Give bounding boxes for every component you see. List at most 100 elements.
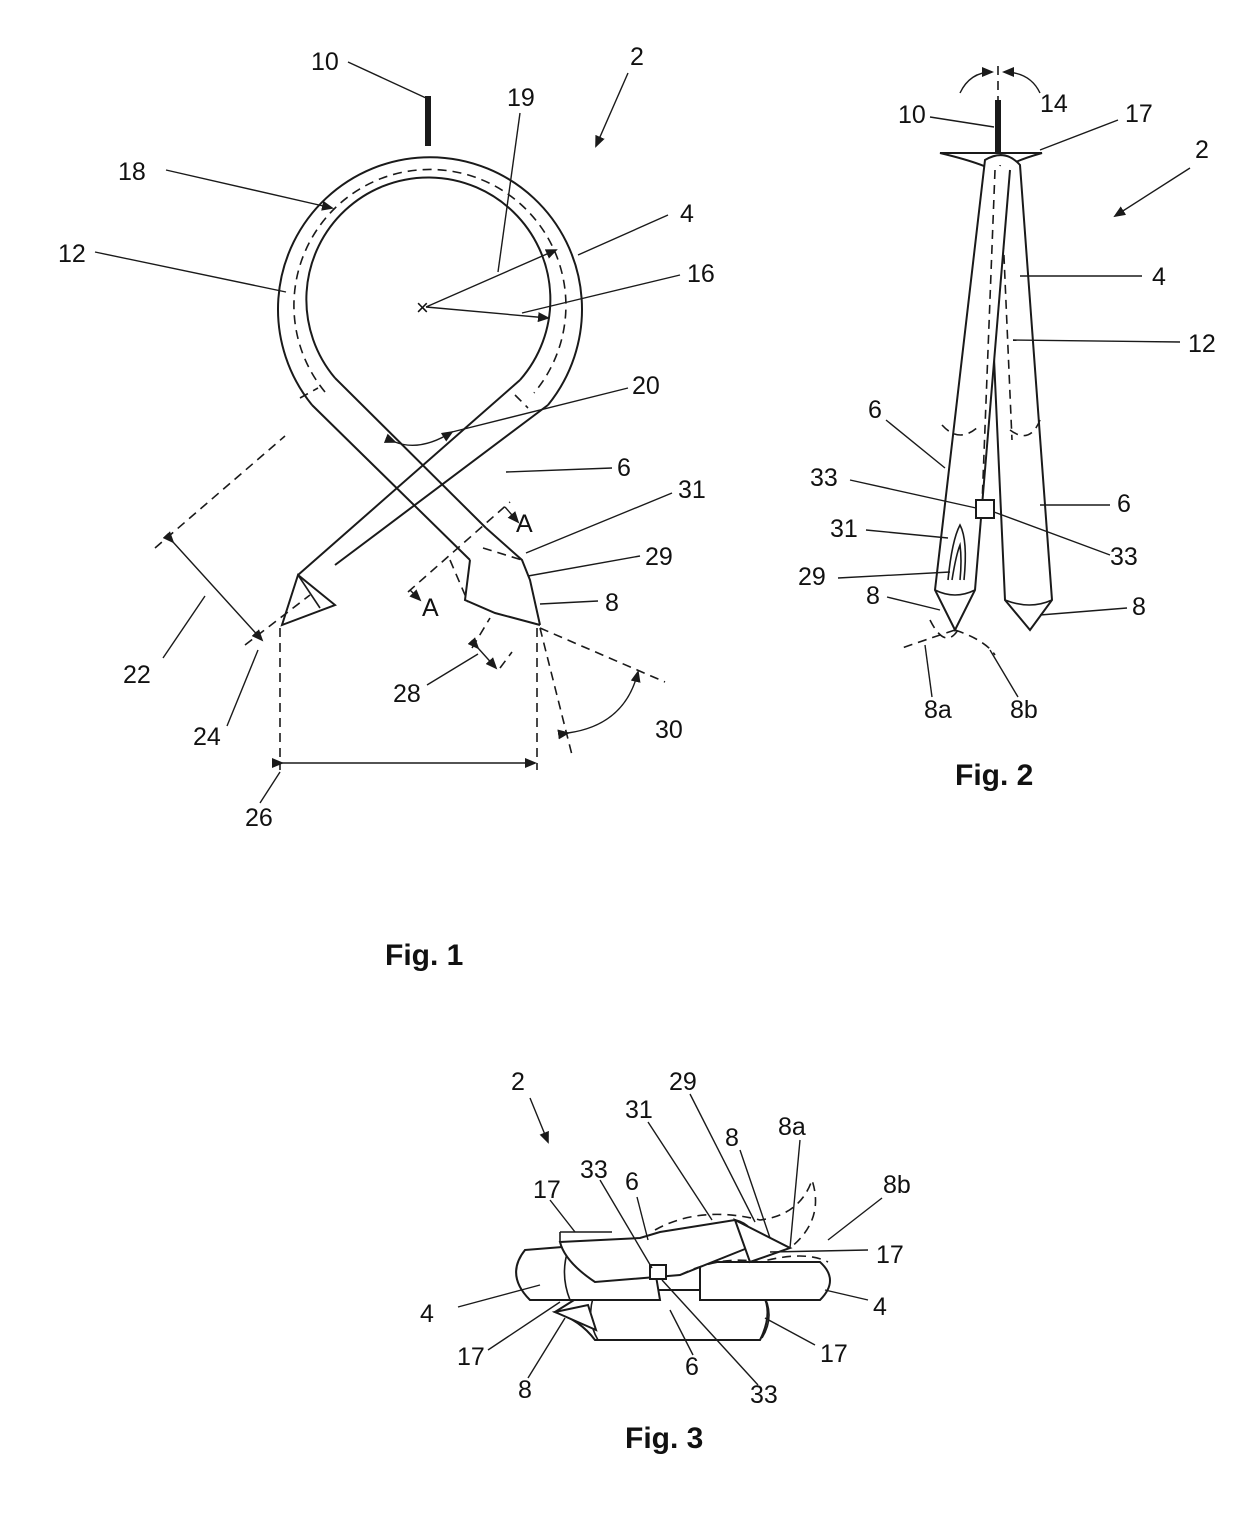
arrow-2	[596, 73, 628, 146]
loop-outer-edge	[278, 157, 582, 405]
tip-8-fig3	[735, 1220, 790, 1262]
figure-3: 2 29 31 8 8a 8b 33 6 17 17 4 4 17 17 8 6…	[420, 1068, 911, 1455]
leader-8-right-fig2	[1040, 608, 1127, 615]
angle-30-ext-b	[540, 628, 572, 755]
leader-20	[452, 388, 628, 432]
leader-10-fig2	[930, 117, 994, 127]
dim-22-arrow	[173, 542, 262, 640]
label-17-left-fig3: 17	[533, 1176, 561, 1204]
section-a-arrow-bottom	[410, 590, 420, 600]
leader-29-fig3	[690, 1094, 755, 1222]
tip-8b-dash	[955, 630, 995, 655]
label-19: 19	[507, 84, 535, 112]
label-17-fig2: 17	[1125, 100, 1153, 128]
label-17-lower-right-fig3: 17	[820, 1340, 848, 1368]
leader-4-right-fig3	[825, 1290, 868, 1300]
label-29: 29	[645, 543, 673, 571]
label-22: 22	[123, 661, 151, 689]
label-33-fig3: 33	[580, 1156, 608, 1184]
right-leg-upper-edge	[335, 405, 548, 565]
left-leg-lower-edge	[335, 378, 486, 528]
loop-center-dashed	[294, 169, 566, 393]
radius-19	[426, 250, 556, 307]
label-10-fig2: 10	[898, 101, 926, 129]
leader-16	[522, 275, 680, 313]
label-6-fig3: 6	[625, 1168, 639, 1196]
label-17-right-fig3: 17	[876, 1241, 904, 1269]
label-8b-fig2: 8b	[1010, 696, 1038, 724]
caption-fig-3: Fig. 3	[625, 1422, 703, 1455]
notch-33-fig3	[650, 1265, 666, 1279]
leader-6-fig3	[637, 1197, 648, 1240]
leader-8b-fig3	[828, 1198, 882, 1240]
label-8-right-fig2: 8	[1132, 593, 1146, 621]
label-33-lower-fig3: 33	[750, 1381, 778, 1409]
arrow-2-fig2	[1115, 168, 1190, 216]
label-31-fig3: 31	[625, 1096, 653, 1124]
leader-22	[163, 596, 205, 658]
label-8b-fig3: 8b	[883, 1171, 911, 1199]
label-6: 6	[617, 454, 631, 482]
leader-12	[95, 252, 286, 292]
leader-28	[427, 654, 478, 685]
label-2-fig2: 2	[1195, 136, 1209, 164]
label-6-right-fig2: 6	[1117, 490, 1131, 518]
label-A-top: A	[516, 510, 533, 538]
notch-33	[976, 500, 994, 518]
label-29-fig3: 29	[669, 1068, 697, 1096]
leader-12-fig2	[1013, 340, 1180, 342]
label-28: 28	[393, 680, 421, 708]
leader-31-fig2	[866, 530, 948, 538]
leader-17-left-fig3	[550, 1200, 575, 1232]
label-12: 12	[58, 240, 86, 268]
label-8a-fig3: 8a	[778, 1113, 806, 1141]
label-6-lower-fig3: 6	[685, 1353, 699, 1381]
caption-fig-1: Fig. 1	[385, 939, 463, 972]
tip-8-edge-b	[465, 560, 540, 625]
right-leg-lower-edge	[298, 380, 520, 575]
dim-28-ext-b	[500, 652, 512, 668]
leader-8b-fig2	[990, 650, 1018, 697]
figure-1: ×	[58, 43, 715, 972]
label-8-fig3: 8	[725, 1124, 739, 1152]
leader-24	[227, 650, 258, 726]
leader-29-fig2	[838, 572, 950, 578]
leader-10	[348, 62, 426, 98]
leader-8	[540, 601, 598, 604]
label-4: 4	[680, 200, 694, 228]
label-12-fig2: 12	[1188, 330, 1216, 358]
rotation-14-left	[960, 72, 992, 93]
label-8: 8	[605, 589, 619, 617]
dim-22-ext-a	[155, 436, 285, 548]
leader-29	[528, 556, 640, 576]
label-24: 24	[193, 723, 221, 751]
leader-8-lower-fig3	[528, 1318, 565, 1378]
label-31-fig2: 31	[830, 515, 858, 543]
leader-17-lower-right-fig3	[765, 1318, 815, 1345]
label-4-left-fig3: 4	[420, 1300, 434, 1328]
leader-6	[506, 468, 612, 472]
tip-8-dash-a	[450, 560, 468, 602]
label-8-left-fig2: 8	[866, 582, 880, 610]
leader-17-fig2	[1040, 120, 1118, 150]
arrow-2-fig3	[530, 1098, 548, 1142]
tip-8-edge-a	[486, 528, 540, 625]
label-14-fig2: 14	[1040, 90, 1068, 118]
angle-20-arc	[395, 432, 452, 445]
label-2: 2	[630, 43, 644, 71]
leader-8-left-fig2	[887, 597, 940, 610]
leader-26	[260, 772, 280, 803]
figure-2: 14 10 17 2 4 12 6 33 6 31 33 29 8 8 8a 8…	[798, 66, 1216, 792]
leader-8a-fig3	[790, 1140, 800, 1248]
leader-8a-fig2	[925, 645, 932, 697]
label-29-fig2: 29	[798, 563, 826, 591]
label-16: 16	[687, 260, 715, 288]
loop-transition-dash-right	[515, 395, 528, 408]
label-A-bottom: A	[422, 594, 439, 622]
label-31: 31	[678, 476, 706, 504]
label-33-right-fig2: 33	[1110, 543, 1138, 571]
leader-18	[166, 170, 332, 208]
radius-16	[426, 307, 548, 318]
